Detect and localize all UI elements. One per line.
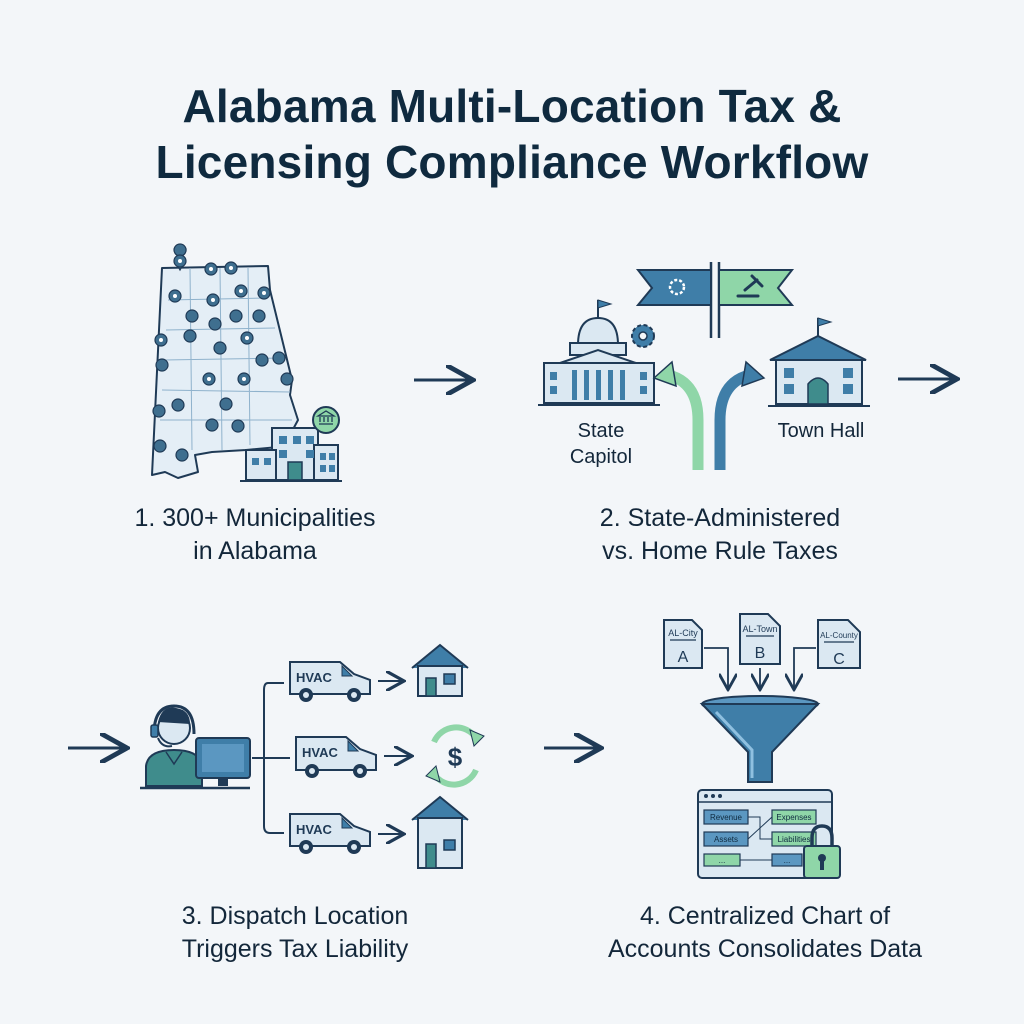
capitol-line-1: State [577, 420, 625, 442]
dollar-icon: $ [448, 742, 463, 772]
ledger-more-2: ... [784, 856, 791, 865]
doc-a-letter: A [678, 649, 689, 666]
doc-b-title: AL-Town [742, 624, 777, 634]
dispatcher-icon [145, 704, 203, 787]
title-line-2: Licensing Compliance Workflow [155, 136, 869, 188]
tax-cycle-icon: $ [425, 724, 485, 788]
step-4-line-2: Accounts Consolidates Data [607, 935, 923, 963]
step-1-line-2: in Alabama [193, 537, 317, 565]
van-3-label: HVAC [296, 822, 332, 837]
step-3-line-2: Triggers Tax Liability [181, 935, 409, 963]
step-4-caption: 4. Centralized Chart of Accounts Consoli… [560, 900, 970, 966]
title-line-1: Alabama Multi-Location Tax & [182, 80, 842, 132]
document-a-icon: AL-City A [663, 619, 703, 669]
step-2-line-1: 2. State-Administered [599, 504, 841, 532]
document-c-icon: AL-County C [817, 619, 861, 669]
town-hall-label: Town Hall [756, 418, 886, 444]
town-hall-text: Town Hall [777, 420, 865, 442]
lock-icon [803, 824, 841, 879]
chart-of-accounts-window: Revenue Expenses Assets Liabilities ... … [697, 789, 833, 879]
ledger-liabilities: Liabilities [778, 835, 811, 844]
decision-flags-icon [635, 262, 795, 338]
diagram-title: Alabama Multi-Location Tax & Licensing C… [0, 78, 1024, 190]
monitor-icon [140, 737, 251, 790]
step-1-caption: 1. 300+ Municipalities in Alabama [60, 502, 450, 568]
doc-c-letter: C [833, 651, 845, 668]
funnel-icon [699, 695, 821, 783]
house-2-icon [411, 795, 469, 869]
ledger-assets: Assets [714, 835, 738, 844]
town-hall-icon [768, 317, 870, 407]
van-1-label: HVAC [296, 670, 332, 685]
dispatch-branches [252, 682, 290, 834]
diverging-arrows-icon [652, 360, 766, 470]
step-1-line-1: 1. 300+ Municipalities [134, 504, 376, 532]
step-2-caption: 2. State-Administered vs. Home Rule Taxe… [520, 502, 920, 568]
ledger-revenue: Revenue [710, 813, 743, 822]
document-b-icon: AL-Town B [739, 613, 781, 665]
state-capitol-icon [538, 299, 660, 406]
hvac-van-2-icon: HVAC [295, 736, 377, 778]
van-2-label: HVAC [302, 745, 338, 760]
step-3-line-1: 3. Dispatch Location [181, 902, 409, 930]
hvac-van-1-icon: HVAC [289, 661, 371, 702]
step-2-line-2: vs. Home Rule Taxes [602, 537, 838, 565]
alabama-map-icon [151, 243, 301, 479]
doc-a-title: AL-City [668, 628, 698, 638]
doc-connectors [704, 647, 816, 688]
house-1-icon [411, 643, 469, 697]
step-4-line-1: 4. Centralized Chart of [639, 902, 891, 930]
gear-icon [631, 324, 655, 348]
hvac-van-3-icon: HVAC [289, 813, 371, 854]
ledger-more-1: ... [719, 856, 726, 865]
doc-c-title: AL-County [820, 631, 858, 640]
doc-b-letter: B [755, 645, 766, 662]
capitol-line-2: Capitol [569, 446, 633, 468]
state-capitol-label: State Capitol [556, 418, 646, 470]
municipal-pin-icon [312, 406, 340, 434]
ledger-expenses: Expenses [776, 813, 811, 822]
city-buildings-icon [240, 406, 342, 482]
step-3-caption: 3. Dispatch Location Triggers Tax Liabil… [100, 900, 490, 966]
